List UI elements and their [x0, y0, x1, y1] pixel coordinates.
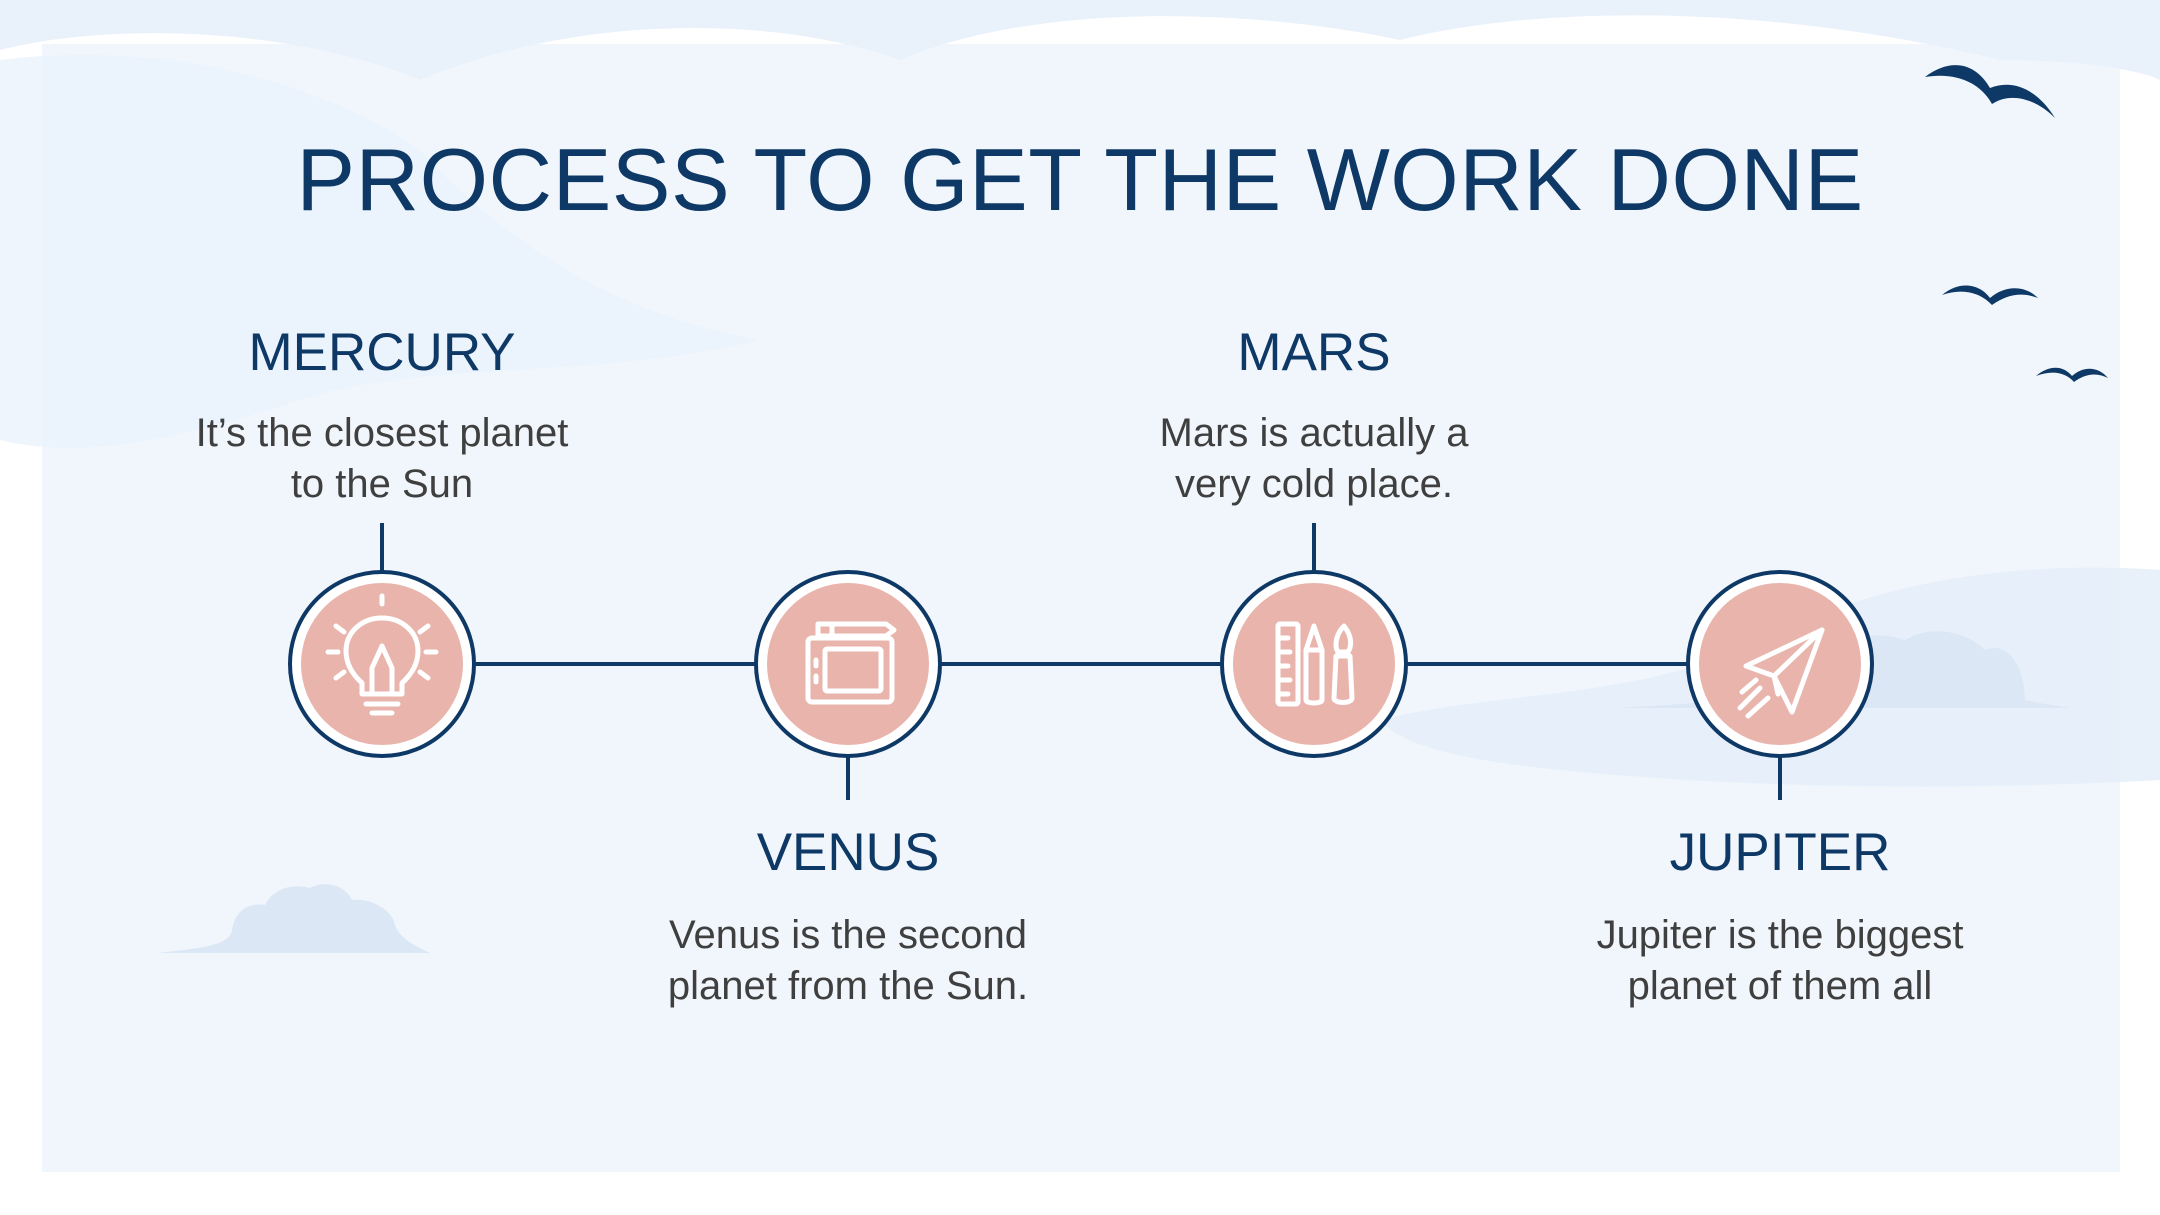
step-title-venus: VENUS	[756, 823, 940, 882]
step-title-jupiter: JUPITER	[1669, 823, 1891, 882]
bird-icon	[2036, 367, 2108, 382]
step-circle-mars	[1220, 570, 1408, 758]
step-title-mars: MARS	[1237, 323, 1391, 382]
paper-plane-icon	[1737, 627, 1825, 719]
step-title-mercury: MERCURY	[248, 323, 516, 382]
step-circle-venus	[754, 570, 942, 758]
step-text-jupiter: Jupiter is the biggest planet of them al…	[1596, 913, 1964, 1008]
slide-title: PROCESS TO GET THE WORK DONE	[296, 130, 1864, 229]
bg-cloud-left	[0, 54, 760, 448]
bird-icon	[1942, 285, 2038, 305]
bg-cloud-top	[0, 0, 2160, 80]
step-text-mars: Mars is actually a very cold place.	[1159, 411, 1469, 506]
step-circle-mercury	[288, 570, 476, 758]
step-text-mercury: It’s the closest planet to the Sun	[195, 411, 569, 506]
bird-icon	[1925, 65, 2055, 118]
step-text-venus: Venus is the second planet from the Sun.	[667, 913, 1029, 1008]
drawing-tablet-icon	[805, 621, 897, 705]
lightbulb-icon	[325, 593, 439, 716]
cloud	[158, 884, 430, 953]
ruler-pencil-brush-icon	[1275, 621, 1355, 707]
step-circle-jupiter	[1686, 570, 1874, 758]
